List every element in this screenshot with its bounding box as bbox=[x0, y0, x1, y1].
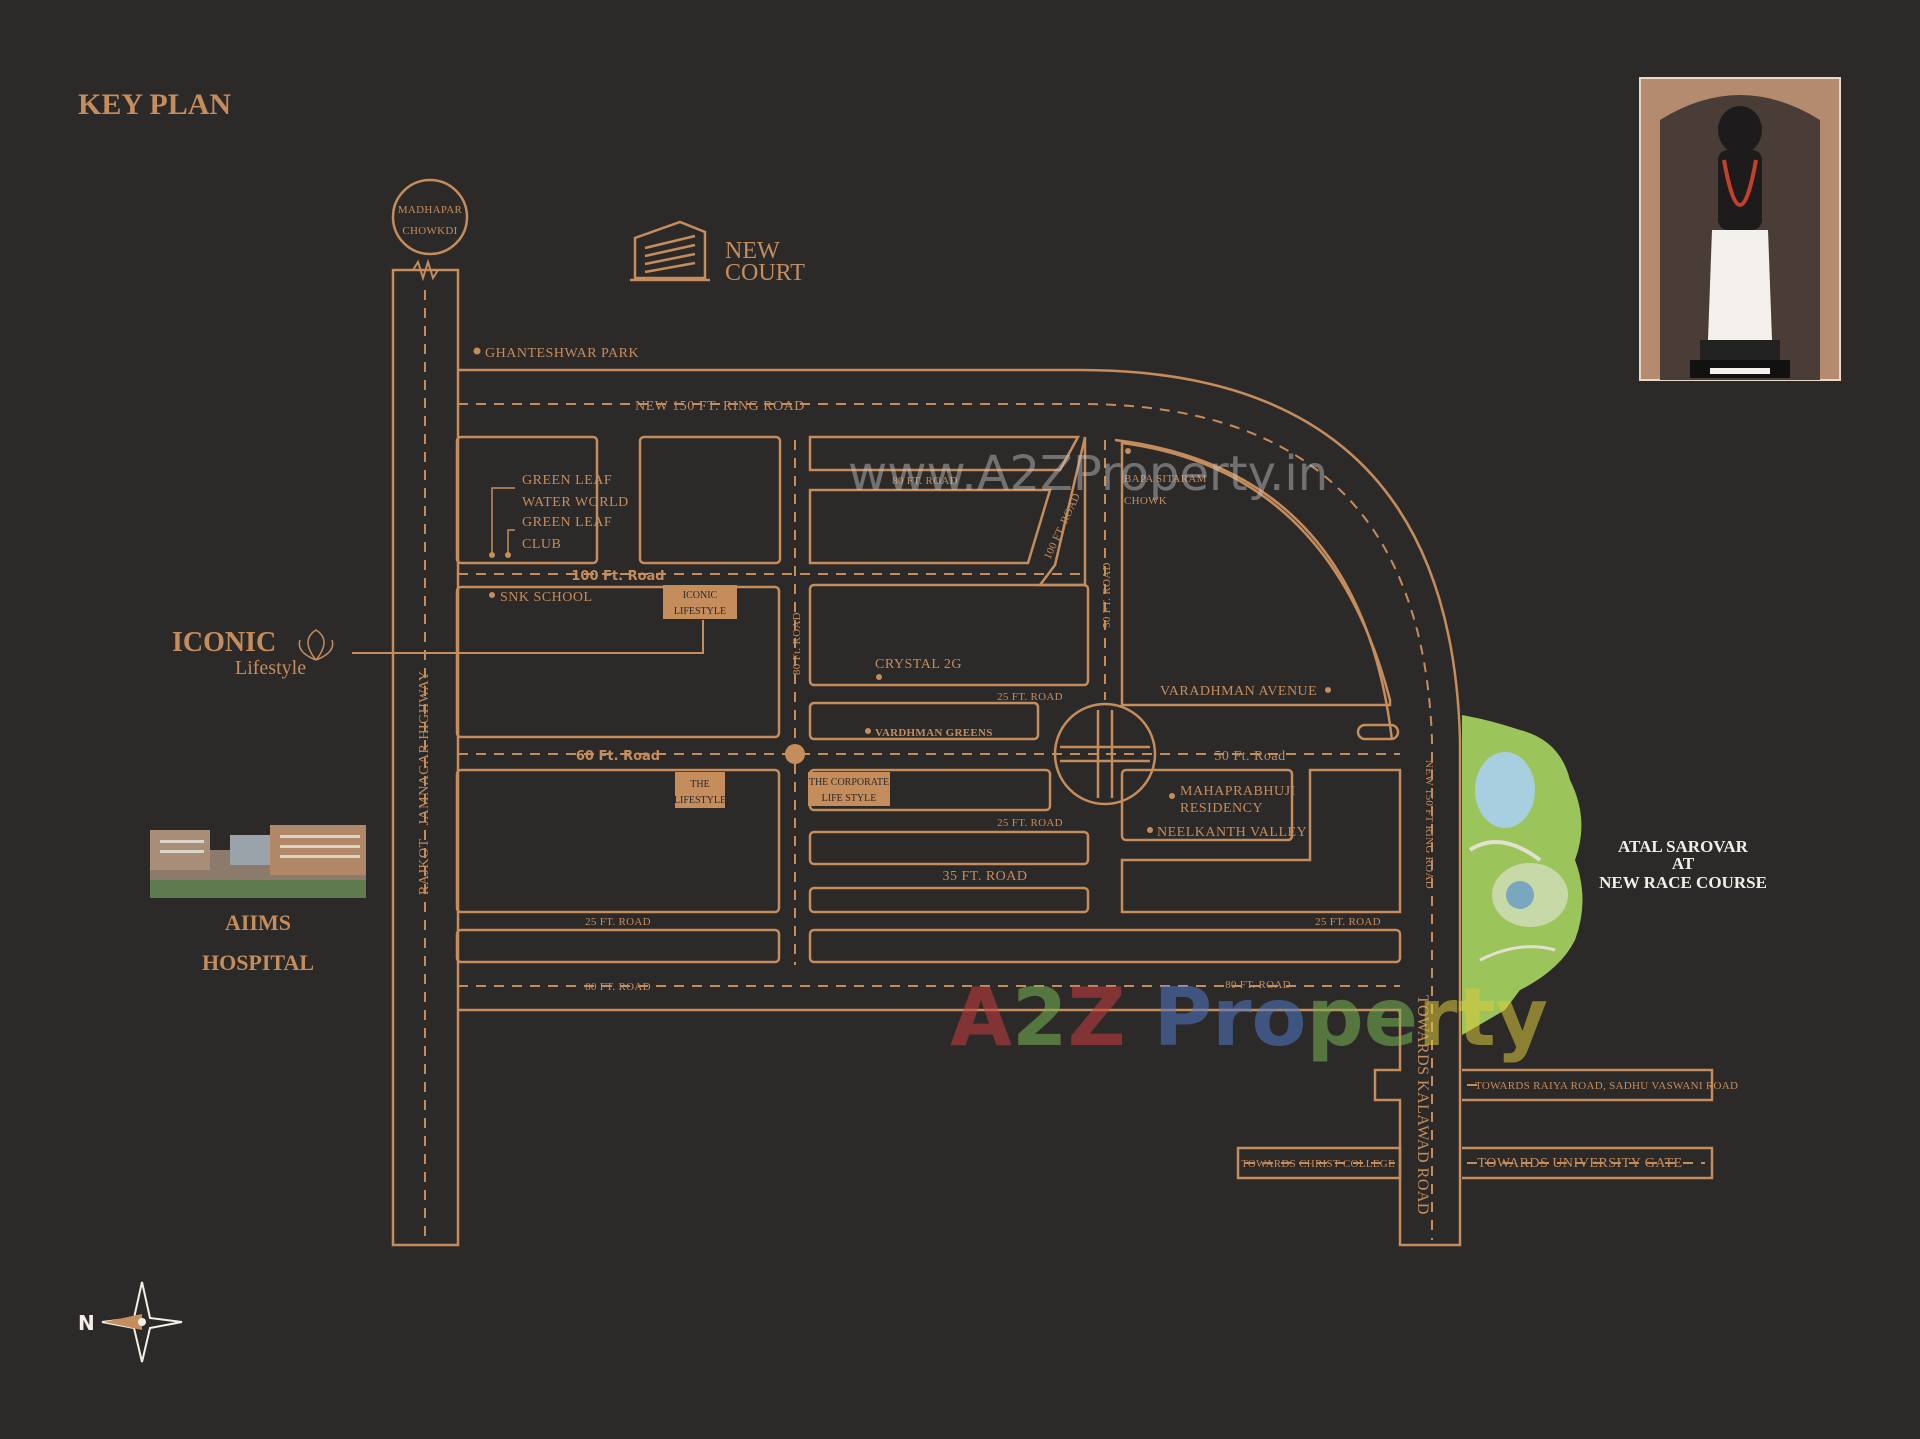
iconic-tag-line1: ICONIC bbox=[683, 590, 718, 601]
crystal-label: CRYSTAL 2G bbox=[875, 657, 962, 672]
road-60ft-label: 60 Ft. Road bbox=[576, 749, 660, 764]
north-label: N bbox=[78, 1311, 95, 1335]
new-court-line1: NEW bbox=[725, 238, 780, 264]
iconic-tag-line2: LIFESTYLE bbox=[674, 606, 726, 617]
road-35ft-label: 35 FT. ROAD bbox=[943, 869, 1028, 884]
madhapar-line1: MADHAPAR bbox=[398, 204, 463, 216]
aiims-building-icon bbox=[150, 825, 366, 898]
bapa-line2: CHOWK bbox=[1124, 495, 1167, 507]
christ-label: TOWARDS CHRIST COLLEGE bbox=[1241, 1158, 1395, 1170]
green-leaf-water-line1: GREEN LEAF bbox=[522, 473, 612, 488]
the-lifestyle-line2: LIFESTYLE bbox=[674, 795, 726, 806]
road-25ft-c-label: 25 FT. ROAD bbox=[585, 916, 651, 928]
mahaprabhuji-line1: MAHAPRABHUJI bbox=[1180, 784, 1296, 799]
kalawad-label: TOWARDS KALAWAD ROAD bbox=[1414, 995, 1431, 1215]
road-50ft-vertical-label: 50 FT. ROAD bbox=[1101, 562, 1113, 628]
roundabout bbox=[1053, 702, 1157, 806]
vardhman-greens-dot bbox=[865, 728, 871, 734]
road-80ft-top-label: 80 FT. ROAD bbox=[892, 475, 958, 487]
road-25ft-a-label: 25 FT. ROAD bbox=[997, 691, 1063, 703]
green-leaf-water-line2: WATER WORLD bbox=[522, 495, 629, 510]
aiims-line1: AIIMS bbox=[225, 910, 291, 935]
mahaprabhuji-line2: RESIDENCY bbox=[1180, 801, 1263, 816]
road-50ft-label: 50 Ft. Road bbox=[1214, 749, 1285, 764]
corporate-line1: THE CORPORATE bbox=[809, 777, 889, 788]
road-25ft-d-label: 25 FT. ROAD bbox=[1315, 916, 1381, 928]
raiya-label: TOWARDS RAIYA ROAD, SADHU VASWANI ROAD bbox=[1475, 1080, 1738, 1092]
highway-road bbox=[391, 258, 460, 1247]
ghanteshwar-dot bbox=[473, 347, 481, 355]
highway-label: RAJKOT - JAMNAGAR HIGHWAY bbox=[417, 671, 432, 895]
corporate-line2: LIFE STYLE bbox=[822, 793, 877, 804]
aiims-line2: HOSPITAL bbox=[202, 950, 314, 975]
the-lifestyle-tag: THE LIFESTYLE bbox=[674, 772, 726, 808]
madhapar-line2: CHOWKDI bbox=[402, 225, 457, 237]
new-court-line2: COURT bbox=[725, 260, 805, 286]
varadhman-avenue-dot bbox=[1325, 687, 1331, 693]
road-80ft-vertical-label: 80 Ft. ROAD bbox=[791, 612, 803, 675]
blocks bbox=[455, 435, 1402, 964]
corporate-lifestyle-tag: THE CORPORATE LIFE STYLE bbox=[808, 772, 890, 806]
atal-line1: ATAL SAROVAR bbox=[1618, 837, 1749, 856]
university-label: TOWARDS UNIVERSITY GATE bbox=[1477, 1156, 1682, 1171]
green-leaf-club-line1: GREEN LEAF bbox=[522, 515, 612, 530]
madhapar-chowkdi: MADHAPAR CHOWKDI bbox=[391, 178, 469, 256]
road-80ft-bottom-right-label: 80 FT. ROAD bbox=[1225, 979, 1291, 991]
green-leaf-club-dot bbox=[505, 552, 511, 558]
bapa-line1: BAPA SITARAM bbox=[1124, 473, 1207, 485]
crystal-dot bbox=[876, 674, 882, 680]
iconic-logo-sub: Lifestyle bbox=[235, 657, 306, 679]
junction-dot bbox=[785, 744, 805, 764]
neelkanth-label: NEELKANTH VALLEY bbox=[1157, 825, 1307, 840]
varadhman-avenue-label: VARADHMAN AVENUE bbox=[1160, 684, 1317, 699]
iconic-pointer-line bbox=[352, 620, 704, 654]
connector-roads bbox=[1236, 1068, 1714, 1180]
atal-line3: NEW RACE COURSE bbox=[1599, 873, 1767, 892]
road-80ft-bottom-label: 80 FT. ROAD bbox=[585, 981, 651, 993]
the-lifestyle-line1: THE bbox=[690, 779, 709, 790]
green-leaf-club-line2: CLUB bbox=[522, 537, 561, 552]
ring-road-label: NEW 150 FT. RING ROAD bbox=[635, 399, 805, 414]
road-25ft-b-label: 25 FT. ROAD bbox=[997, 817, 1063, 829]
temple-photo bbox=[1639, 77, 1841, 381]
iconic-logo-name: ICONIC bbox=[172, 627, 276, 658]
ring-road-vertical-label: NEW 150 FT RING ROAD bbox=[1423, 760, 1435, 889]
watermark-brand: A2Z Property bbox=[950, 971, 1548, 1064]
neelkanth-dot bbox=[1147, 827, 1153, 833]
ring-road bbox=[458, 368, 1462, 1247]
bapa-dot bbox=[1125, 448, 1131, 454]
snk-label: SNK SCHOOL bbox=[500, 590, 593, 605]
page-title: KEY PLAN bbox=[78, 88, 231, 121]
lotus-icon bbox=[298, 629, 334, 661]
atal-sarovar-map-icon bbox=[1462, 715, 1583, 1035]
atal-line2: AT bbox=[1672, 854, 1695, 873]
road-100ft-label: 100 Ft. Road bbox=[571, 569, 664, 584]
green-leaf-water-dot bbox=[489, 552, 495, 558]
watermark-site: www.A2ZProperty.in bbox=[848, 446, 1328, 502]
snk-dot bbox=[489, 592, 495, 598]
ghanteshwar-label: GHANTESHWAR PARK bbox=[485, 346, 639, 361]
green-leaf-connector bbox=[491, 487, 515, 557]
iconic-lifestyle-tag: ICONIC LIFESTYLE bbox=[663, 585, 737, 619]
compass-icon bbox=[101, 1281, 183, 1363]
new-court-icon bbox=[630, 220, 710, 282]
vardhman-greens-label: VARDHMAN GREENS bbox=[875, 727, 993, 739]
mahaprabhuji-dot bbox=[1169, 793, 1175, 799]
